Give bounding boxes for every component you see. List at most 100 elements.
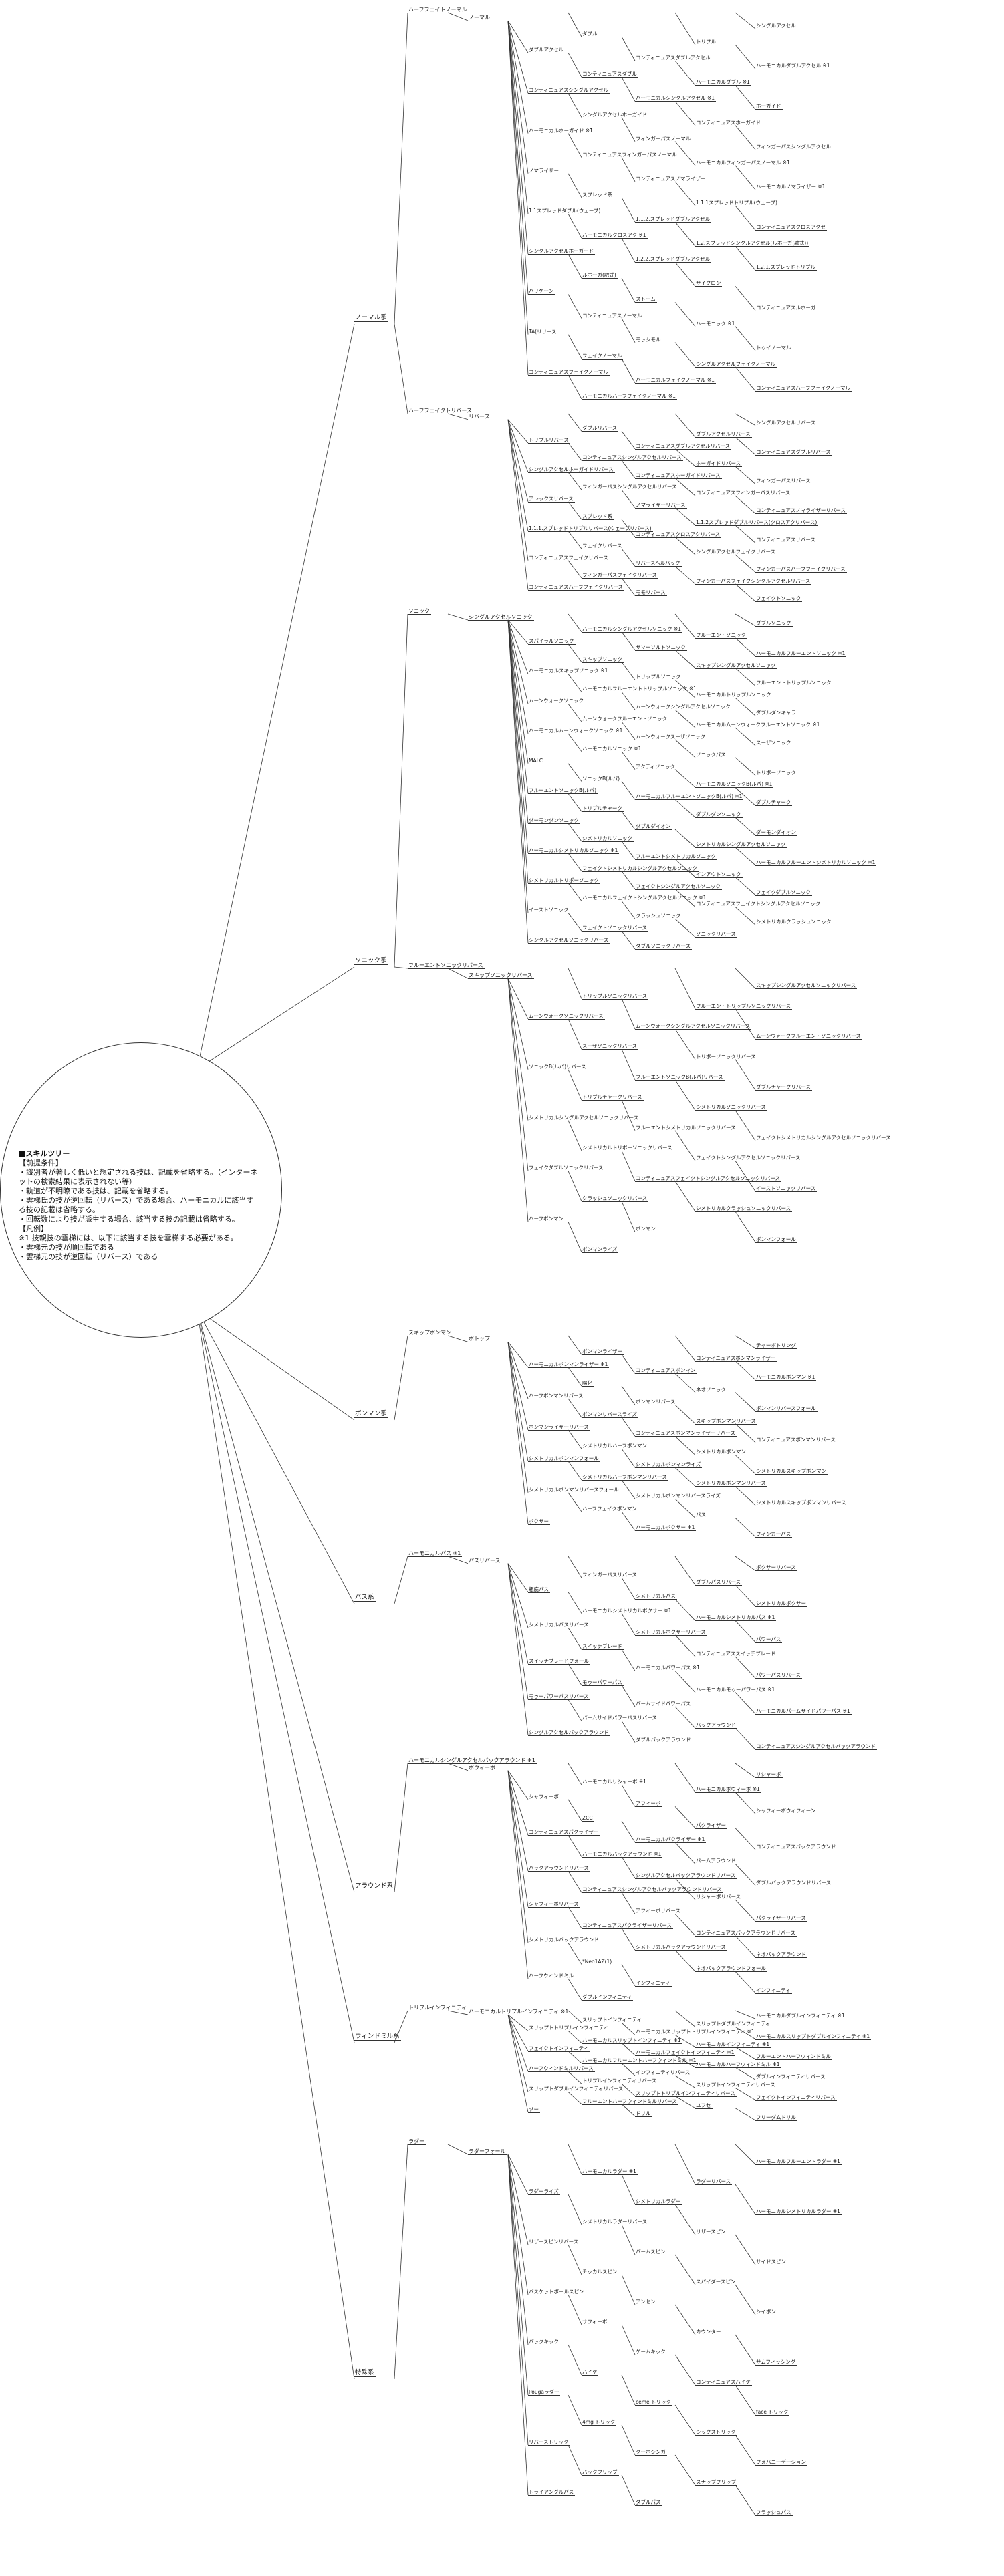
tree-node: シャフィーボ (528, 1793, 560, 1800)
connector-line (674, 1181, 696, 1212)
connector-line (621, 1354, 636, 1374)
tree-node: ハーモニカルラダー ※1 (582, 2168, 638, 2175)
connector-line (568, 1335, 582, 1355)
tree-node: シングルアクセルバックアラウンドリバース (635, 1872, 737, 1879)
connector-line (568, 1906, 582, 1929)
tree-node: シメトリカルバックアラウンドリバース (635, 1944, 727, 1951)
tree-node: ハーモニカルフェイクノーマル ※1 (635, 376, 716, 384)
tree-node: コンティニュアスフィンガーパスリバース (695, 490, 792, 497)
connector-line (735, 2088, 756, 2100)
connector-line (674, 889, 696, 907)
connector-line (507, 1563, 529, 1664)
tree-node: コンティニュアスホーガイドリバース (635, 472, 722, 479)
connector-line (568, 1398, 582, 1418)
connector-line (568, 733, 582, 752)
tree-node: ハーモニカルソニックB(ルパ) ※1 (695, 781, 774, 789)
connector-line (568, 374, 582, 400)
connector-line (507, 419, 529, 531)
connector-line (507, 419, 529, 444)
tree-node: MALC (528, 757, 545, 764)
connector-line (568, 1663, 582, 1686)
tree-node: パックキック (528, 2339, 560, 2345)
tree-node: ムーンウォークシングルアクセルソニックリバース (635, 1023, 752, 1030)
connector-line (674, 1373, 696, 1393)
connector-line (621, 358, 636, 384)
tree-node: ボウィーボ (468, 1764, 497, 1771)
connector-line (197, 1309, 355, 1421)
connector-line (621, 901, 636, 919)
tree-node: シメトリカルボクサー (755, 1600, 807, 1607)
tree-node: face トリック (755, 2409, 790, 2416)
tree-node: スーザソニックリバース (582, 1043, 638, 1050)
connector-line (735, 2026, 756, 2039)
tree-node: フルーエントソニックB(ルパ)リバース (635, 1073, 725, 1081)
connector-line (568, 1069, 582, 1101)
connector-line (621, 692, 636, 710)
tree-node: ハーモニカルパワーパス ※1 (635, 1665, 701, 1672)
tree-node: トリプルチャークリバース (582, 1094, 644, 1101)
connector-line (568, 2294, 582, 2325)
tree-node: フェイクトインフィニティリバース (755, 2094, 837, 2101)
connector-line (568, 1870, 582, 1893)
connector-line (621, 1150, 636, 1181)
tree-node: シングルアクセルホーガード (528, 248, 596, 255)
tree-node: ノマライザー (528, 167, 560, 174)
connector-line (568, 531, 582, 549)
tree-node: フィンガーパスシングルアクセルリバース (582, 484, 678, 491)
tree-node: コンティニュアスダブルアクセルリバース (635, 442, 732, 450)
tree-node: ハーモニカルシメトリカルソニック ※1 (528, 847, 620, 854)
tree-node: スーザソニック (755, 739, 793, 746)
tree-node: ハーモニカルフルーエントソニックB(ルパ) ※1 (635, 793, 744, 801)
tree-node: ダブルインフィニティ (582, 1994, 634, 2001)
connector-line (735, 2284, 756, 2315)
tree-node: ボンマンライザー (582, 1348, 624, 1356)
tree-node: スイッチブレード (582, 1643, 624, 1651)
tree-node: フェイクトシメトリカルシングルアクセルソニックリバース (755, 1134, 892, 1141)
connector-line (674, 1405, 696, 1424)
connector-line (568, 2194, 582, 2225)
tree-node: シメトリカルボンマン (695, 1449, 747, 1456)
tree-node: シングルアクセルリバース (755, 419, 818, 426)
tree-node: フェイクダブルソニックリバース (528, 1165, 605, 1172)
tree-node: コンティニュアスボンマン (635, 1367, 697, 1375)
tree-node: シメトリカルボンマンリバース (695, 1480, 767, 1487)
connector-line (735, 1059, 756, 1091)
connector-line (674, 680, 696, 698)
tree-node: ハーモニカルダブル ※1 (695, 79, 751, 86)
connector-line (735, 1727, 756, 1750)
connector-line (507, 20, 529, 214)
connector-line (735, 1455, 756, 1474)
tree-node: コンティニュアスシングルアクセルリバース (582, 454, 683, 462)
tree-node: ハーモニカルボンマンライザー ※1 (528, 1361, 610, 1368)
connector-line (735, 1899, 756, 1922)
root-line: ・識別者が著しく低いと想定される技は、記載を省略する。（インターネットの検索結果… (19, 1168, 258, 1186)
connector-line (568, 442, 582, 461)
connector-line (507, 21, 529, 375)
connector-line (621, 117, 636, 142)
connector-line (507, 2154, 529, 2496)
root-line: ・雲梯元の技が順回転である (19, 1243, 114, 1252)
connector-line (735, 495, 756, 514)
tree-node: ドリル (635, 2110, 652, 2117)
connector-line (621, 1928, 636, 1951)
connector-line (674, 739, 696, 758)
connector-line (621, 460, 636, 478)
tree-node: スパイダースピン (695, 2279, 737, 2285)
connector-line (735, 1211, 756, 1242)
connector-line (197, 1309, 355, 1604)
connector-line (507, 419, 529, 502)
connector-line (621, 1417, 636, 1437)
connector-line (621, 2474, 636, 2506)
tree-node: ボクサー (528, 1518, 550, 1525)
tree-node: ムーンウォークソニックリバース (528, 1012, 605, 1020)
tree-node: アンセン (635, 2299, 657, 2305)
connector-line (674, 262, 696, 287)
tree-node: ラダーリバース (695, 2178, 733, 2185)
connector-line (674, 1914, 696, 1936)
connector-line (621, 1511, 636, 1531)
connector-line (735, 1792, 756, 1814)
connector-line (621, 662, 636, 680)
tree-node: パスリバース (468, 1557, 502, 1564)
connector-line (568, 1627, 582, 1650)
